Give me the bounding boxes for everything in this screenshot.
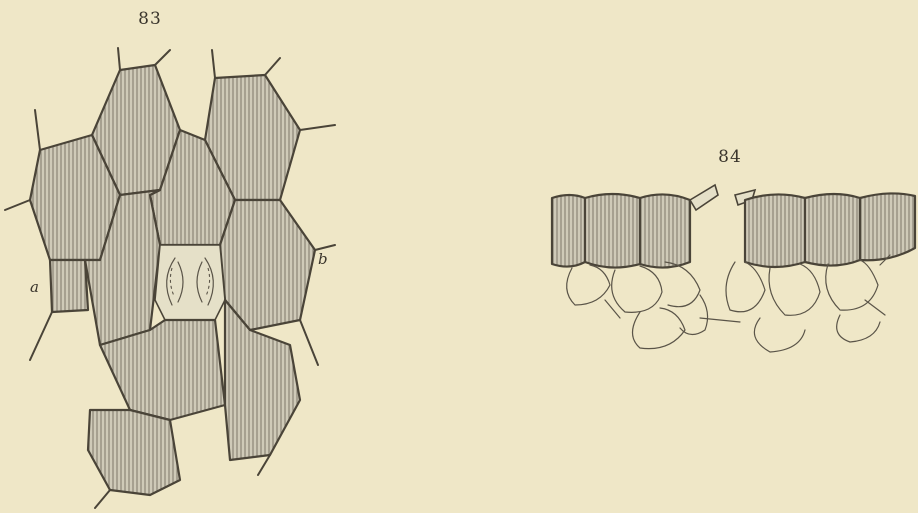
epidermis-surface-view xyxy=(5,48,335,508)
figure-84-number: 84 xyxy=(718,147,742,167)
figure-83-number: 83 xyxy=(138,9,162,29)
cell xyxy=(745,194,805,267)
epidermis-section xyxy=(552,185,915,352)
parenchyma xyxy=(567,255,890,352)
cell xyxy=(585,194,640,268)
cell xyxy=(640,194,690,267)
cell xyxy=(88,410,180,495)
label-b: b xyxy=(318,250,328,268)
figure-84: 84 xyxy=(552,147,915,352)
figure-83: 83 xyxy=(5,9,335,508)
cell xyxy=(860,193,915,260)
cell xyxy=(805,194,860,266)
cell xyxy=(552,195,585,267)
cell xyxy=(50,260,88,312)
guard-cell xyxy=(690,185,718,210)
label-a: a xyxy=(30,278,39,296)
guard-region xyxy=(155,245,225,320)
